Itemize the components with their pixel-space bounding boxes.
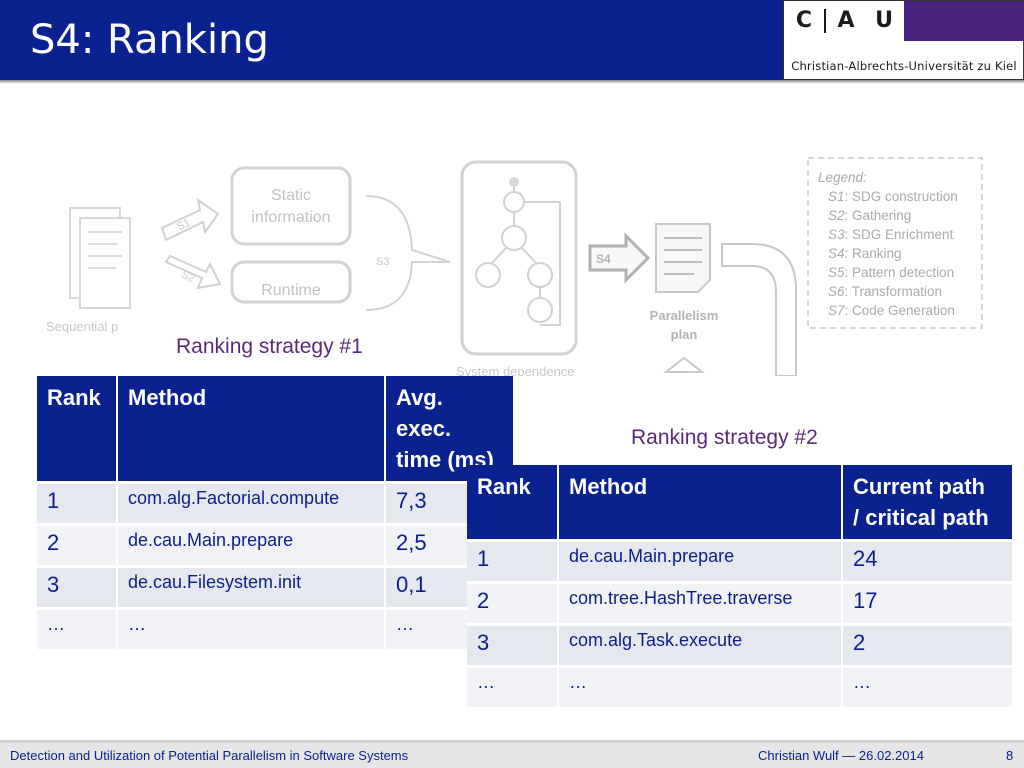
rank-cell: 1	[467, 539, 559, 583]
sequential-label: Sequential p	[46, 319, 118, 334]
legend-item: S1: SDG construction	[828, 189, 958, 204]
arrow-s1-label: S1	[175, 217, 192, 234]
logo-letter-a: A	[826, 1, 866, 41]
sdg-box	[460, 160, 578, 356]
sdg-edge	[521, 247, 537, 264]
rank-cell: 2	[467, 581, 559, 625]
table-row: … … …	[37, 607, 513, 649]
footer-author-date: Christian Wulf — 26.02.2014	[758, 748, 924, 763]
sdg-node	[527, 297, 553, 323]
table-header-row: Rank Method Avg. exec.time (ms)	[37, 376, 513, 484]
table-row: 3 com.alg.Task.execute 2	[467, 623, 1012, 667]
sdg-node	[509, 177, 519, 187]
university-logo: C A U Christian-Albrechts-Universität zu…	[783, 0, 1024, 80]
legend-item: S6: Transformation	[828, 284, 943, 299]
arrow-s4-icon	[588, 232, 651, 284]
method-cell: …	[117, 607, 386, 649]
logo-letter-c: C	[784, 1, 824, 41]
rank-cell: 2	[37, 523, 118, 567]
rank-cell: 1	[37, 481, 118, 525]
table-row: 3 de.cau.Filesystem.init 0,1	[37, 565, 513, 609]
rank-cell: …	[37, 607, 118, 649]
table-header-row: Rank Method Current path/ critical path	[467, 465, 1012, 542]
rank-cell: 3	[37, 565, 118, 609]
legend-item: S3: SDG Enrichment	[828, 227, 954, 242]
up-arrow-icon	[663, 356, 705, 373]
sdg-label: System dependence	[456, 364, 575, 376]
footer-bar	[0, 740, 1024, 768]
col-method-header: Method	[558, 465, 843, 542]
sdg-node	[475, 262, 501, 288]
legend-item: S2: Gathering	[828, 208, 912, 223]
logo-purple-block	[904, 1, 1024, 41]
rank-cell: 3	[467, 623, 559, 667]
runtime-label: Runtime	[261, 282, 321, 299]
sdg-edge	[524, 201, 561, 326]
sdg-node	[527, 262, 553, 288]
parallelism-plan-icon	[655, 223, 711, 293]
arrow-s4-label: S4	[596, 252, 611, 266]
static-info-label-1: Static	[271, 187, 311, 204]
value-cell: 24	[842, 539, 1012, 583]
legend-box	[807, 157, 983, 329]
method-cell: de.cau.Main.prepare	[117, 523, 386, 567]
arrow-s1-icon	[160, 197, 220, 242]
logo-letters: C A U	[784, 1, 1024, 41]
arrow-s2-label: S2	[179, 269, 196, 286]
plan-label-2: plan	[671, 327, 698, 342]
sdg-node	[501, 225, 527, 251]
method-cell: …	[558, 665, 843, 707]
legend: Legend: S1: SDG construction S2: Gatheri…	[818, 168, 958, 320]
value-cell: 2	[842, 623, 1012, 667]
method-cell: de.cau.Filesystem.init	[117, 565, 386, 609]
col-value-header: Current path/ critical path	[842, 465, 1012, 542]
static-info-box	[230, 166, 352, 246]
page-number: 8	[1006, 748, 1014, 763]
col-rank-header: Rank	[467, 465, 559, 542]
sdg-node	[503, 191, 525, 213]
source-files-icon	[69, 207, 131, 309]
value-cell: …	[842, 665, 1012, 707]
sdg-edge	[491, 247, 507, 264]
legend-item: S5: Pattern detection	[828, 265, 955, 280]
strategy-2-table: Rank Method Current path/ critical path …	[467, 465, 1012, 707]
brace-s3	[365, 195, 451, 311]
title-bar-shadow	[0, 80, 1024, 84]
slide-title: S4: Ranking	[30, 17, 269, 63]
table-row: … … …	[467, 665, 1012, 707]
col-method-header: Method	[117, 376, 386, 484]
strategy-2-label: Ranking strategy #2	[631, 426, 818, 449]
diagram-clip: Sequential p S1 S2 Static information Ru…	[0, 0, 1024, 376]
table-row: 2 de.cau.Main.prepare 2,5	[37, 523, 513, 567]
static-info-label-2: information	[251, 209, 330, 226]
runtime-box	[230, 260, 352, 304]
output-pipe	[721, 243, 797, 376]
brace-s3-label: S3	[376, 256, 389, 268]
legend-item: S7: Code Generation	[828, 303, 955, 318]
col-rank-header: Rank	[37, 376, 118, 484]
logo-separator	[824, 9, 826, 33]
strategy-1-label: Ranking strategy #1	[176, 335, 363, 358]
process-diagram: Sequential p S1 S2 Static information Ru…	[46, 157, 983, 376]
method-cell: com.alg.Factorial.compute	[117, 481, 386, 525]
value-cell: 17	[842, 581, 1012, 625]
method-cell: de.cau.Main.prepare	[558, 539, 843, 583]
logo-university-name: Christian-Albrechts-Universität zu Kiel	[791, 59, 1017, 73]
arrow-s2-icon	[164, 254, 222, 290]
method-cell: com.alg.Task.execute	[558, 623, 843, 667]
table-row: 2 com.tree.HashTree.traverse 17	[467, 581, 1012, 625]
strategy-1-table: Rank Method Avg. exec.time (ms) 1 com.al…	[37, 376, 513, 649]
method-cell: com.tree.HashTree.traverse	[558, 581, 843, 625]
legend-item: S4: Ranking	[828, 246, 902, 261]
rank-cell: …	[467, 665, 559, 707]
footer-title: Detection and Utilization of Potential P…	[10, 748, 409, 763]
table-row: 1 com.alg.Factorial.compute 7,3	[37, 481, 513, 525]
logo-letter-u: U	[864, 1, 904, 41]
table-row: 1 de.cau.Main.prepare 24	[467, 539, 1012, 583]
plan-label-1: Parallelism	[650, 308, 719, 323]
legend-title: Legend:	[818, 170, 867, 185]
